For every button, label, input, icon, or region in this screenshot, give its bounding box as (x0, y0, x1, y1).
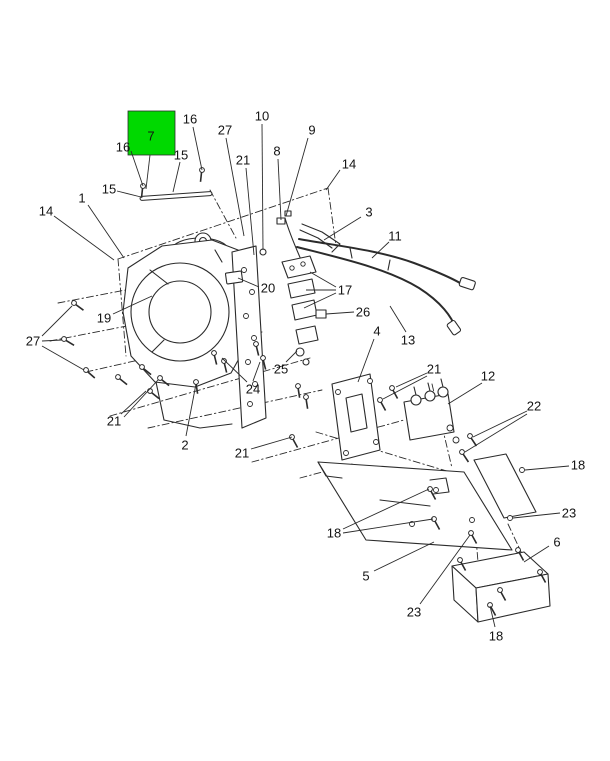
callout-label: 7 (147, 129, 154, 144)
leader-line (325, 169, 341, 191)
leader-line (116, 190, 142, 198)
leader-line (192, 126, 203, 171)
callout-label: 14 (39, 204, 53, 219)
callout-label: 18 (571, 458, 585, 473)
leader-line (323, 216, 362, 241)
callout-label: 23 (562, 506, 576, 521)
side-plate (473, 453, 537, 521)
leader-line (221, 357, 248, 383)
callout-label: 27 (26, 334, 40, 349)
leader-line (130, 150, 144, 187)
leader-line (87, 204, 125, 259)
callout-label: 6 (553, 535, 560, 550)
spacer-part (224, 270, 244, 285)
leader-line (524, 465, 570, 471)
leader-line (252, 361, 261, 382)
battery-box (451, 551, 551, 623)
callout-label: 24 (246, 382, 260, 397)
callout-label: 21 (235, 446, 249, 461)
callout-label: 1 (78, 191, 85, 206)
callout-label: 3 (365, 205, 372, 220)
callout-label: 22 (527, 399, 541, 414)
callout-label: 23 (407, 605, 421, 620)
bracket-part-4 (331, 373, 381, 461)
leader-line (303, 292, 337, 309)
leader-line (250, 436, 293, 450)
callout-label: 21 (236, 153, 250, 168)
callout-label: 27 (218, 123, 232, 138)
callout-label: 10 (255, 109, 269, 124)
solenoid-part-12 (403, 378, 460, 444)
callout-label: 14 (342, 157, 356, 172)
callout-label: 2 (181, 438, 188, 453)
leader-line (41, 305, 73, 337)
leader-line (325, 311, 355, 315)
leader-line (172, 161, 181, 193)
callout-label: 13 (401, 333, 415, 348)
callout-label: 11 (388, 229, 402, 244)
leader-line (382, 375, 428, 400)
leader-line (489, 605, 496, 628)
callout-label: 16 (116, 140, 130, 155)
leader-line (53, 215, 115, 261)
leader-line (285, 137, 309, 217)
main-housing (122, 239, 252, 429)
rod-part (139, 191, 213, 201)
callout-label: 8 (273, 144, 280, 159)
callout-label: 18 (489, 629, 503, 644)
callout-label: 4 (373, 324, 380, 339)
wiring-harness (296, 238, 476, 336)
leader-line (112, 295, 153, 315)
callout-label: 26 (356, 305, 370, 320)
valve-manifold (281, 255, 327, 366)
highlighted-callout-box[interactable] (127, 110, 176, 156)
leader-line (309, 271, 337, 288)
bracket-part-3 (299, 223, 341, 253)
leader-line (41, 339, 63, 342)
callout-label: 9 (308, 123, 315, 138)
callout-label: 17 (338, 283, 352, 298)
leader-line (245, 167, 255, 256)
leader-line (464, 413, 528, 453)
callout-label: 19 (97, 311, 111, 326)
leader-line (389, 305, 407, 333)
leader-line (523, 545, 550, 563)
leader-line (285, 350, 298, 363)
leader-line (277, 158, 282, 221)
leader-line (123, 379, 159, 418)
leader-line (395, 372, 428, 388)
support-plate (317, 461, 513, 551)
callout-label: 16 (183, 112, 197, 127)
leader-line (225, 137, 245, 237)
leader-line (185, 383, 197, 437)
leader-line (120, 390, 147, 415)
leader-line (237, 277, 260, 288)
callout-label: 15 (174, 148, 188, 163)
leader-line (512, 512, 561, 519)
leader-line (41, 345, 85, 371)
callout-label: 21 (107, 414, 121, 429)
leader-line (357, 338, 375, 383)
callout-label: 20 (261, 281, 275, 296)
callout-label: 5 (362, 569, 369, 584)
leader-line (447, 382, 483, 405)
leader-line (342, 518, 434, 534)
leader-line (373, 541, 435, 572)
leader-line (261, 123, 264, 251)
mounting-plate (231, 245, 267, 429)
leader-line (419, 534, 471, 605)
leader-line (342, 488, 430, 530)
callout-label: 18 (327, 526, 341, 541)
callout-label: 21 (427, 362, 441, 377)
leader-line (145, 154, 151, 190)
leader-line (371, 241, 390, 259)
leader-line (472, 410, 528, 438)
callout-label: 15 (102, 182, 116, 197)
callout-label: 12 (481, 369, 495, 384)
callout-label: 25 (274, 362, 288, 377)
